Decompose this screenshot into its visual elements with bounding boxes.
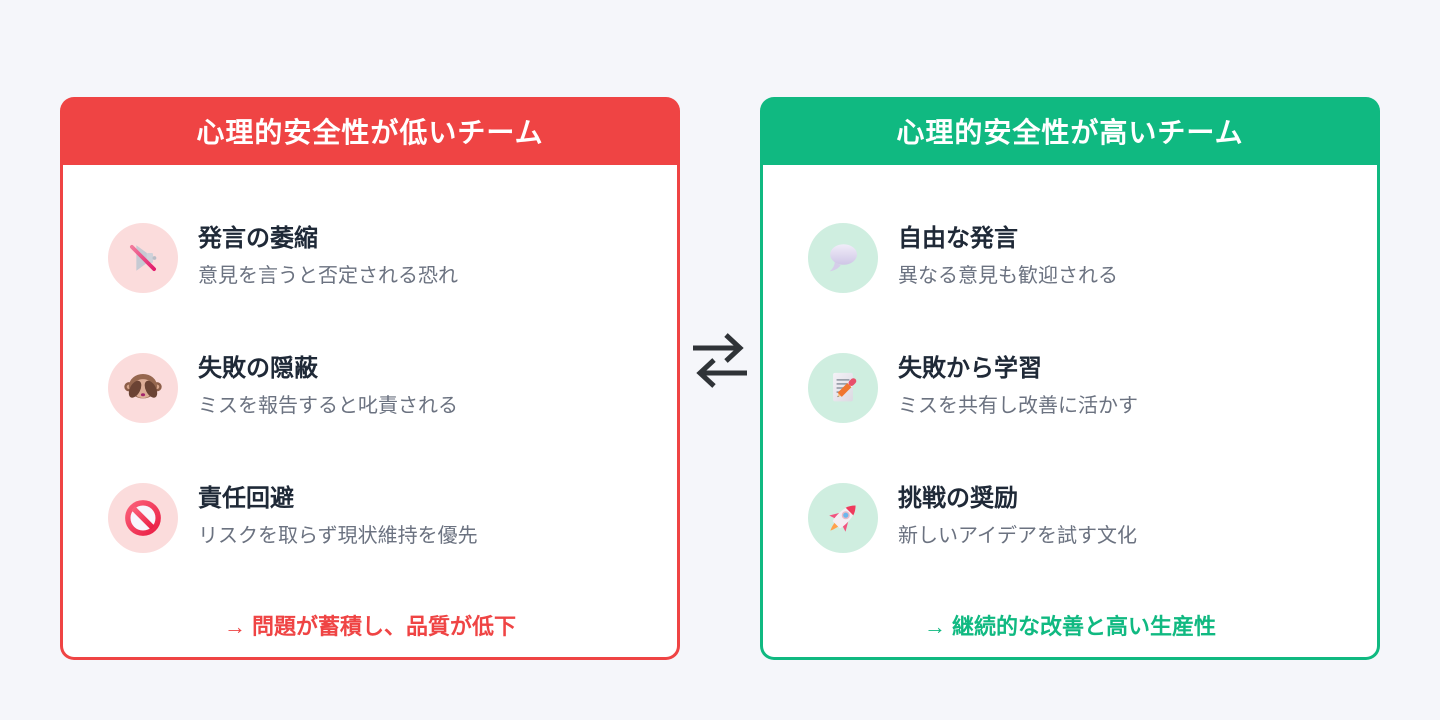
item-desc: 意見を言うと否定される恐れ [198, 264, 458, 287]
speech-balloon-icon [829, 244, 857, 272]
item-title: 自由な発言 [898, 225, 1018, 252]
prohibited-icon [125, 500, 161, 536]
icon-circle [108, 223, 178, 293]
item-title: 失敗の隠蔽 [198, 355, 318, 382]
icon-circle [808, 353, 878, 423]
icon-circle [108, 483, 178, 553]
memo-pencil-icon [833, 372, 857, 402]
list-item: 発言の萎縮 意見を言うと否定される恐れ [108, 223, 647, 293]
item-title: 挑戦の奨励 [898, 485, 1018, 512]
item-title: 発言の萎縮 [198, 225, 318, 252]
swap-arrows-icon [693, 333, 747, 388]
icon-circle [808, 223, 878, 293]
card-high-safety: 心理的安全性が高いチーム 自由な発言 [760, 97, 1380, 660]
card-high-header: 心理的安全性が高いチーム [760, 97, 1380, 165]
list-item: 失敗から学習 ミスを共有し改善に活かす [808, 353, 1347, 423]
list-item: 挑戦の奨励 新しいアイデアを試す文化 [808, 483, 1347, 553]
divider [691, 329, 749, 391]
card-low-safety: 心理的安全性が低いチーム [60, 97, 680, 660]
item-desc: ミスを報告すると叱責される [198, 394, 458, 417]
muted-speaker-icon [130, 245, 157, 271]
card-low-conclusion: → 問題が蓄積し、品質が低下 [223, 614, 517, 639]
see-no-evil-monkey-icon [124, 373, 162, 399]
icon-circle [108, 353, 178, 423]
item-desc: 新しいアイデアを試す文化 [898, 524, 1137, 547]
card-low-body: 発言の萎縮 意見を言うと否定される恐れ [60, 165, 680, 660]
item-title: 責任回避 [198, 485, 294, 512]
card-high-body: 自由な発言 異なる意見も歓迎される [760, 165, 1380, 660]
list-item: 失敗の隠蔽 ミスを報告すると叱責される [108, 353, 647, 423]
rocket-icon [829, 505, 856, 532]
card-low-header: 心理的安全性が低いチーム [60, 97, 680, 165]
item-desc: リスクを取らず現状維持を優先 [198, 524, 478, 547]
card-high-conclusion: → 継続的な改善と高い生産性 [923, 614, 1217, 639]
item-desc: 異なる意見も歓迎される [898, 264, 1118, 287]
item-title: 失敗から学習 [898, 355, 1042, 382]
item-desc: ミスを共有し改善に活かす [898, 394, 1138, 417]
list-item: 責任回避 リスクを取らず現状維持を優先 [108, 483, 647, 553]
icon-circle [808, 483, 878, 553]
list-item: 自由な発言 異なる意見も歓迎される [808, 223, 1347, 293]
